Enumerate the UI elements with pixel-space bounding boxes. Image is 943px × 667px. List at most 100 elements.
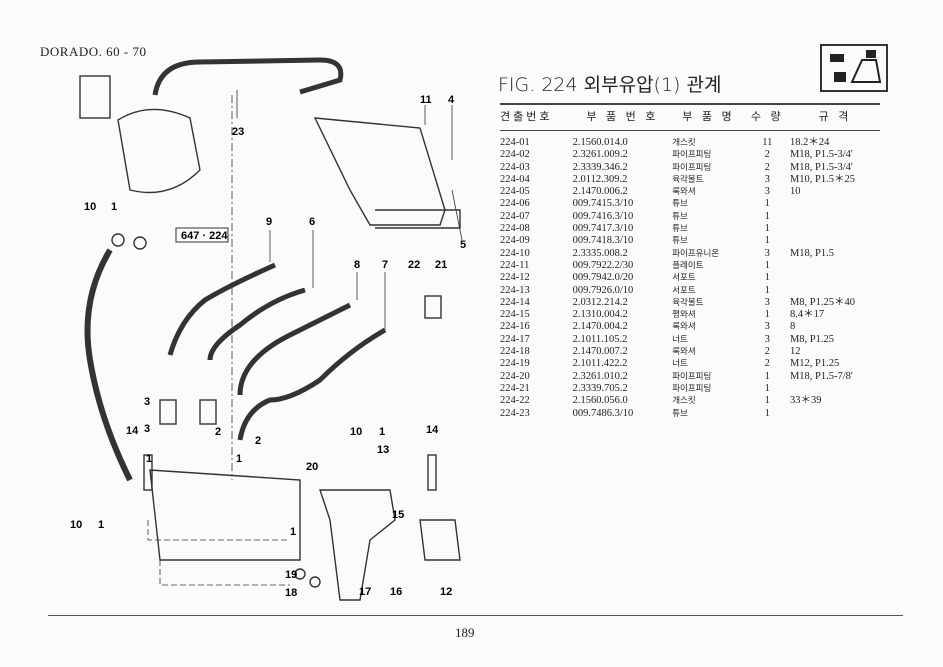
cell-name: 파이프유니온 [672,248,720,259]
svg-text:647 · 224: 647 · 224 [181,230,228,242]
cell-no: 224-05 [500,186,530,198]
callout-label: 9 [266,216,272,228]
cell-spec: M18, P1.5-3/4' [789,161,853,173]
cell-qty: 1 [764,382,770,394]
callout-label: 10 [84,201,96,213]
cell-qty: 3 [764,247,770,259]
callout-label: 3 [144,396,150,408]
column-header: 수 량 [744,103,790,131]
cell-spec [790,408,880,420]
callout-label: 15 [392,509,404,521]
cell-name: 튜브 [672,199,688,210]
cell-no: 224-10 [500,247,530,259]
cell-name: 개스킷 [672,396,696,407]
callout-label: 6 [309,216,315,228]
cell-pn: 2.3261.009.2 [572,149,628,161]
cell-qty: 1 [764,235,770,247]
callout-label: 17 [359,586,371,598]
cell-pn: 2.1470.007.2 [572,346,628,358]
ref-box: 647 · 224 [175,227,229,243]
callout-label: 1 [236,453,242,465]
cell-name: 록와셔 [672,187,696,198]
cell-spec: M12, P1.25 [789,358,840,370]
callout-label: 12 [440,586,452,598]
cell-no: 224-11 [500,259,530,271]
hose-left [84,248,133,482]
cell-spec [790,235,880,247]
cell-spec: M18, P1.5 [789,247,835,259]
cell-qty: 3 [764,333,770,345]
cell-qty: 2 [764,149,770,161]
cell-spec: 33＊39 [789,395,822,407]
cell-pn: 2.3339.705.2 [572,382,628,394]
callout-label: 20 [306,461,318,473]
figure-title: FIG. 224 외부유압(1) 관계 [498,74,722,96]
cell-no: 224-02 [500,149,530,161]
callout-label: 18 [285,587,297,599]
callout-label: 2 [255,435,261,447]
cell-name: 플레이트 [672,260,704,271]
callout-label: 1 [111,201,117,213]
cell-qty: 1 [764,259,770,271]
cell-spec: M8, P1.25＊40 [789,296,856,308]
cell-pn: 2.3261.010.2 [572,370,628,382]
cell-qty: 2 [764,346,770,358]
column-header: 견출번호 [500,103,573,131]
cell-name: 파이프피팅 [672,383,712,394]
cell-name: 튜브 [672,408,688,419]
cell-no: 224-08 [500,223,530,235]
cell-spec: M18, P1.5-7/8' [789,370,853,382]
column-header: 부 품 번 호 [572,103,673,131]
callout-label: 10 [350,426,362,438]
cell-no: 224-12 [500,272,530,284]
cell-no: 224-20 [500,370,530,382]
cell-name: 평와셔 [672,310,696,321]
callout-label: 1 [98,519,104,531]
callout-label: 23 [232,126,244,138]
cell-no: 224-23 [500,407,530,419]
callout-label: 11 [420,94,432,106]
bracket-13 [319,489,396,601]
cell-qty: 1 [764,395,770,407]
callout-label: 3 [144,423,150,435]
cell-no: 224-13 [500,284,530,296]
cell-spec [790,223,880,235]
cell-pn: 009.7922.2/30 [572,259,634,271]
hose-23 [152,57,344,96]
column-header: 규 격 [789,103,880,131]
cell-no: 224-22 [500,395,530,407]
cell-spec: 18.2＊24 [789,137,830,148]
valve-block [149,469,301,561]
cell-spec: M18, P1.5-3/4' [789,149,853,161]
cell-qty: 1 [764,309,770,321]
cell-pn: 009.7417.3/10 [572,223,634,235]
callout-label: 1 [146,453,152,465]
pump-inset-box [79,75,111,119]
cell-no: 224-06 [500,198,530,210]
cell-name: 육각볼트 [672,174,704,185]
cell-no: 224-04 [500,173,530,185]
cell-pn: 2.0312.214.2 [572,296,628,308]
cell-pn: 2.3335.008.2 [572,247,628,259]
table-row: 224-02 2.3261.009.2 파이프피팅 2 M18, P1.5-3/4' [500,149,880,161]
cell-spec: 12 [789,346,801,358]
cell-name: 튜브 [672,236,688,247]
cell-name: 서포트 [672,285,696,296]
cell-name: 파이프피팅 [672,150,712,161]
cell-name: 파이프피팅 [672,371,712,382]
callout-label: 10 [70,519,82,531]
cell-qty: 3 [764,321,770,333]
cell-pn: 2.1011.422.2 [572,358,628,370]
cell-qty: 3 [764,173,770,185]
cell-qty: 1 [764,223,770,235]
